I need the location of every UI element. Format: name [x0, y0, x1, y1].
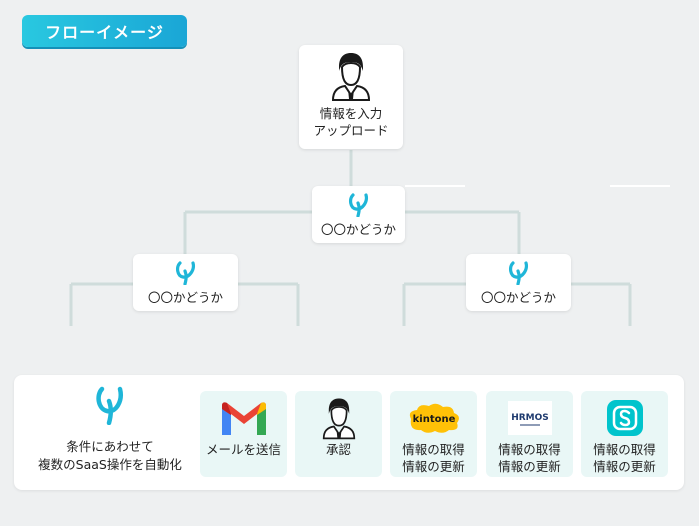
flow-image-badge: フローイメージ	[22, 15, 187, 47]
yoom-logo-icon	[173, 259, 199, 289]
tile-smarthr: 情報の取得 情報の更新	[581, 391, 668, 477]
condition-node-main: 〇〇かどうか	[312, 186, 405, 243]
person-icon	[331, 51, 371, 105]
tile-label-line2: 情報の更新	[498, 459, 561, 474]
tile-approval: 承認	[295, 391, 382, 477]
kintone-icon: kintone	[405, 395, 463, 441]
smarthr-icon	[605, 395, 645, 441]
condition-node-left: 〇〇かどうか	[133, 254, 238, 311]
panel-intro: 条件にあわせて 複数のSaaS操作を自動化	[22, 383, 198, 483]
svg-text:kintone: kintone	[412, 414, 455, 425]
node-label: 〇〇かどうか	[320, 222, 396, 237]
gmail-icon	[219, 395, 269, 441]
tile-kintone: kintone 情報の取得 情報の更新	[390, 391, 477, 477]
tile-label-line1: 情報の取得	[593, 442, 656, 457]
automation-panel: 条件にあわせて 複数のSaaS操作を自動化 メールを送信 承認	[14, 375, 684, 490]
tile-label-line1: 承認	[325, 442, 351, 457]
yoom-logo-icon	[346, 191, 372, 221]
svg-text:HRMOS: HRMOS	[511, 413, 549, 423]
condition-node-right: 〇〇かどうか	[466, 254, 571, 311]
node-label-line2: アップロード	[313, 123, 389, 138]
panel-title-line2: 複数のSaaS操作を自動化	[38, 457, 182, 472]
panel-title-line1: 条件にあわせて	[66, 439, 154, 454]
node-label-line1: 情報を入力	[319, 106, 383, 121]
yoom-logo-icon	[506, 259, 532, 289]
tile-label-line1: 情報の取得	[498, 442, 561, 457]
tile-label-line1: メールを送信	[205, 442, 281, 457]
tile-send-mail: メールを送信	[200, 391, 287, 477]
highlight-line	[405, 185, 465, 187]
tile-label-line1: 情報の取得	[402, 442, 465, 457]
input-upload-node: 情報を入力 アップロード	[299, 45, 403, 149]
node-label: 〇〇かどうか	[147, 290, 223, 305]
highlight-line	[610, 185, 670, 187]
hrmos-icon: HRMOS	[507, 395, 552, 441]
tile-label-line2: 情報の更新	[593, 459, 656, 474]
person-icon	[322, 395, 356, 441]
node-label: 〇〇かどうか	[480, 290, 556, 305]
yoom-logo-icon	[93, 385, 127, 430]
tile-hrmos: HRMOS 情報の取得 情報の更新	[486, 391, 573, 477]
tile-label-line2: 情報の更新	[402, 459, 465, 474]
